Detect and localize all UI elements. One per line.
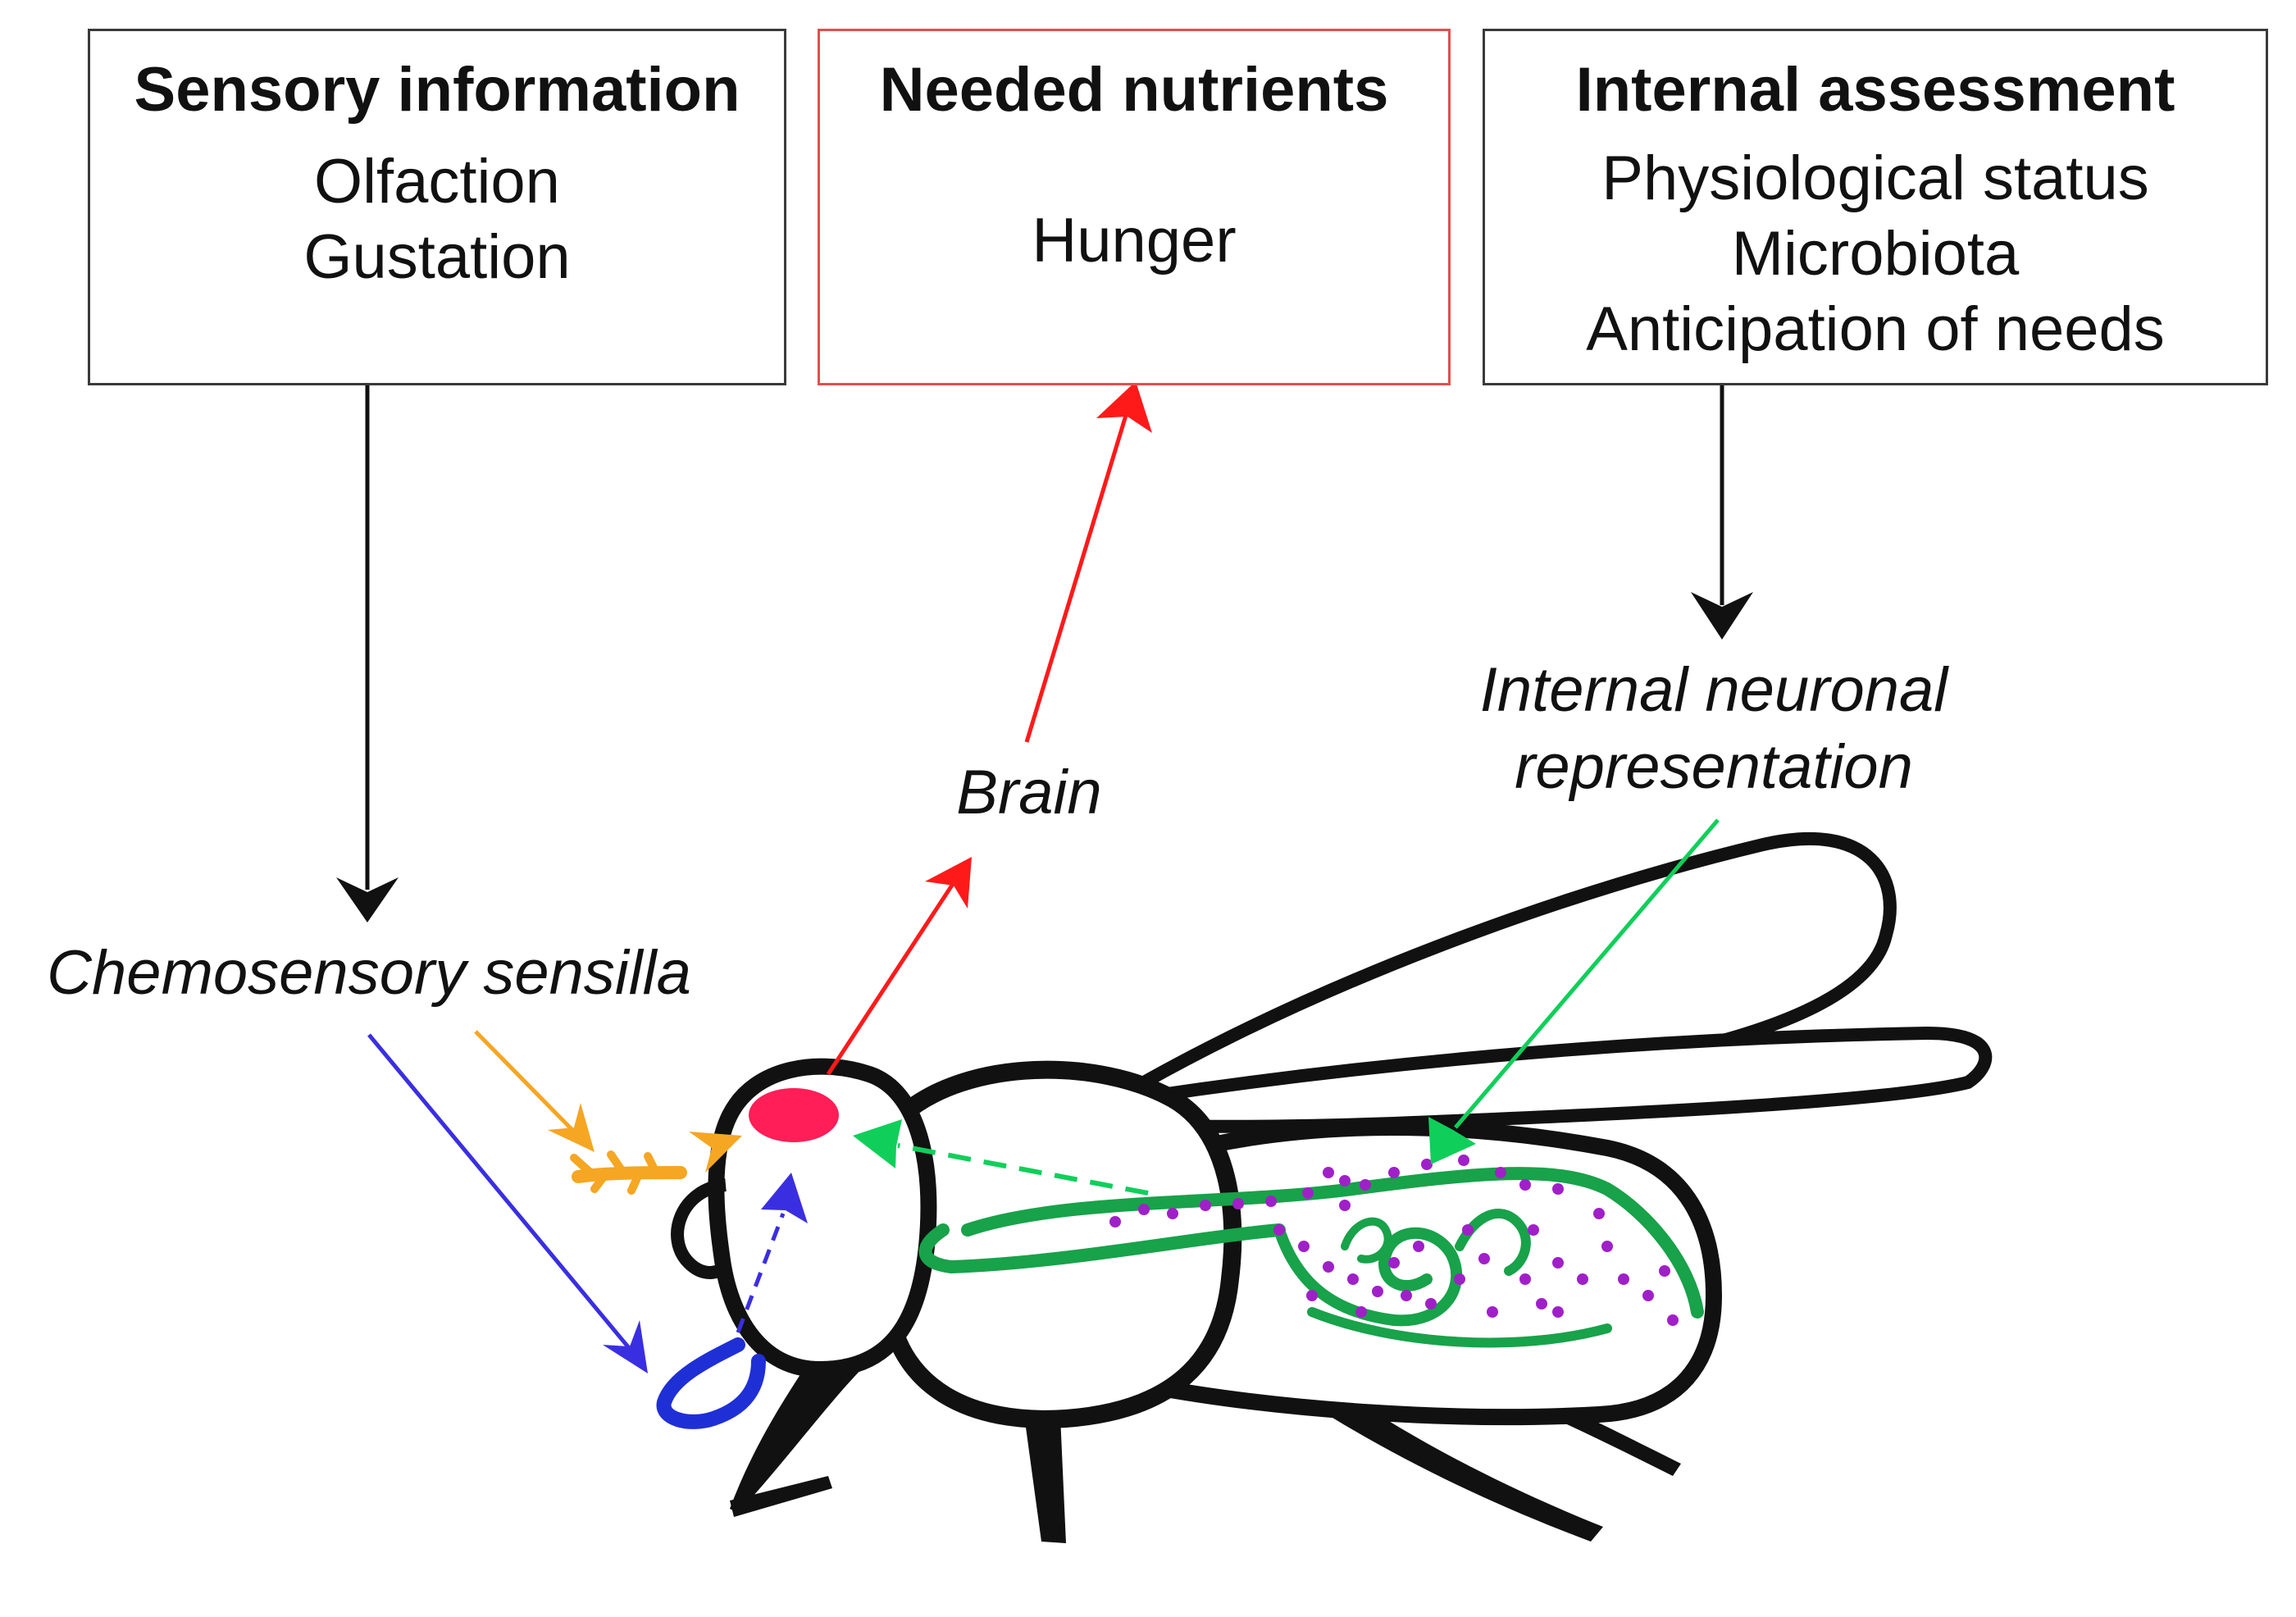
microbiota-dot — [1265, 1196, 1277, 1207]
microbiota-dot — [1458, 1155, 1469, 1166]
hunger-line: Hunger — [1032, 206, 1237, 276]
microbiota-dot — [1552, 1183, 1564, 1195]
gut-loop — [1273, 1224, 1463, 1327]
microbiota-dot — [1323, 1261, 1334, 1273]
microbiota-dot — [1618, 1273, 1629, 1285]
microbiota-dot — [1232, 1198, 1244, 1209]
microbiota-line: Microbiota — [1731, 219, 2020, 289]
microbiota-dot — [1323, 1167, 1334, 1178]
anticipation-line: Anticipation of needs — [1586, 294, 2165, 364]
microbiota-dot — [1167, 1208, 1178, 1219]
microbiota-dot — [1577, 1273, 1588, 1285]
front-leg-foot — [730, 1476, 832, 1517]
microbiota-dot — [1347, 1273, 1359, 1285]
microbiota-dots — [1109, 1155, 1679, 1326]
internal-assessment-title: Internal assessment — [1575, 55, 2175, 125]
microbiota-dot — [1454, 1273, 1465, 1285]
microbiota-dot — [1667, 1314, 1679, 1326]
blue-dashed-arrow — [736, 1213, 786, 1333]
internal-assessment-box: Internal assessment Physiological status… — [1483, 29, 2268, 385]
microbiota-dot — [1601, 1241, 1613, 1252]
microbiota-dot — [1552, 1306, 1564, 1318]
microbiota-dot — [1401, 1290, 1412, 1301]
microbiota-dot — [1462, 1224, 1474, 1236]
internal-arrowhead — [1691, 592, 1753, 640]
microbiota-dot — [1388, 1257, 1400, 1269]
brain-label: Brain — [956, 758, 1102, 827]
microbiota-dot — [1478, 1253, 1490, 1264]
gut-tube-lower — [918, 1223, 1286, 1274]
microbiota-dot — [1360, 1179, 1371, 1191]
microbiota-dot — [1519, 1273, 1531, 1285]
orange-arrow-1 — [474, 1030, 576, 1133]
olfaction-line: Olfaction — [314, 147, 560, 216]
microbiota-dot — [1109, 1216, 1121, 1228]
microbiota-dot — [1388, 1167, 1400, 1178]
internal-neuronal-line2: representation — [1515, 732, 1913, 802]
microbiota-dot — [1372, 1286, 1383, 1297]
microbiota-dot — [1273, 1224, 1285, 1236]
brain-to-hunger-arrowhead — [1096, 381, 1152, 433]
needed-nutrients-title: Needed nutrients — [879, 55, 1389, 125]
gut-lower-curve — [1307, 1307, 1612, 1348]
chemosensory-sensilla-label: Chemosensory sensilla — [47, 938, 691, 1008]
gut-tube — [961, 1167, 1704, 1319]
orange-arrow-2-head — [689, 1132, 742, 1173]
internal-neuronal-line1: Internal neuronal — [1479, 655, 1948, 725]
internal-neuronal-label: Internal neuronal representation — [1427, 652, 2001, 806]
microbiota-dot — [1425, 1298, 1437, 1310]
proboscis — [656, 1337, 766, 1429]
head-to-brain-arrow — [826, 882, 955, 1076]
microbiota-dot — [1302, 1187, 1314, 1199]
microbiota-dot — [1495, 1167, 1506, 1178]
gut-loop-2 — [1455, 1209, 1531, 1276]
sensory-information-title: Sensory information — [134, 55, 740, 125]
blue-arrow — [367, 1033, 631, 1351]
microbiota-dot — [1642, 1290, 1654, 1301]
microbiota-dot — [1519, 1179, 1531, 1191]
microbiota-dot — [1298, 1241, 1310, 1252]
gustation-line: Gustation — [303, 222, 571, 292]
sensory-information-box: Sensory information Olfaction Gustation — [88, 29, 786, 385]
microbiota-dot — [1528, 1224, 1539, 1236]
microbiota-dot — [1593, 1208, 1605, 1219]
microbiota-dot — [1421, 1159, 1433, 1170]
physiological-status-line: Physiological status — [1601, 143, 2149, 213]
microbiota-dot — [1339, 1175, 1351, 1187]
microbiota-dot — [1138, 1204, 1150, 1215]
head-to-brain-arrowhead — [925, 857, 972, 909]
antenna-nub — [671, 1178, 731, 1279]
microbiota-dot — [1306, 1290, 1318, 1301]
microbiota-dot — [1413, 1241, 1424, 1252]
microbiota-dot — [1659, 1265, 1670, 1277]
green-dashed-arrow — [897, 1143, 1149, 1196]
microbiota-dot — [1536, 1298, 1547, 1310]
microbiota-dot — [1200, 1200, 1211, 1211]
needed-nutrients-box: Needed nutrients Hunger — [818, 29, 1451, 385]
sensory-arrowhead — [336, 877, 399, 922]
microbiota-dot — [1355, 1306, 1367, 1318]
brain-spot — [749, 1088, 839, 1142]
gut-small-loop — [1341, 1217, 1392, 1264]
front-leg — [730, 1345, 869, 1513]
brain-to-hunger-arrow — [1024, 409, 1130, 743]
microbiota-dot — [1339, 1200, 1351, 1211]
microbiota-dot — [1552, 1257, 1564, 1269]
green-solid-arrow — [1454, 818, 1720, 1129]
microbiota-dot — [1487, 1306, 1498, 1318]
